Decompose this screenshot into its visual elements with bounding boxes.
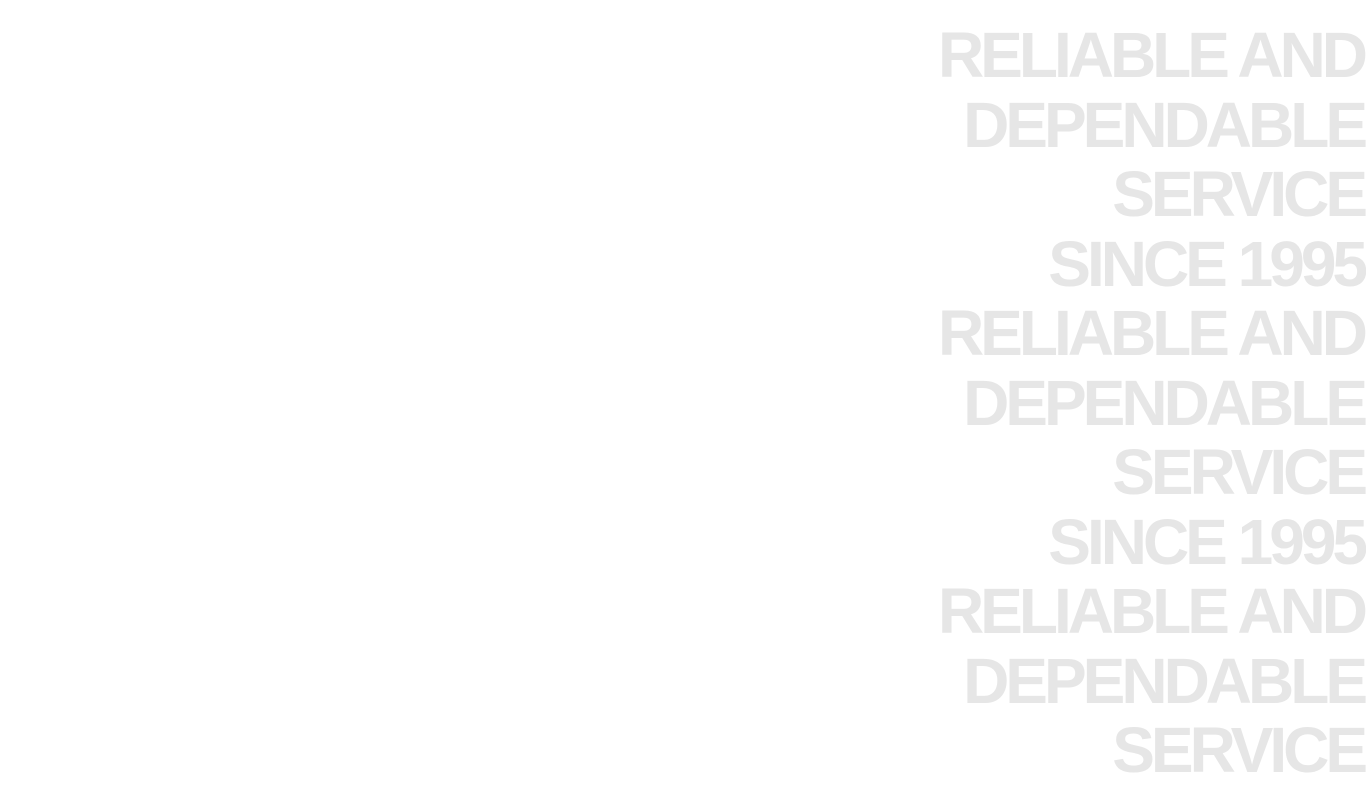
slogan-line: RELIABLE AND: [937, 19, 1366, 91]
slogan-line: DEPENDABLE: [963, 644, 1366, 717]
slogan-line: DEPENDABLE: [963, 88, 1366, 161]
slogan-line: SERVICE: [1112, 714, 1366, 786]
slogan-line: SERVICE: [1112, 436, 1366, 508]
background-slogan-text: RELIABLE AND DEPENDABLE SERVICE SINCE 19…: [937, 19, 1366, 786]
slogan-line: SINCE 1995: [1048, 505, 1366, 578]
slogan-line: SERVICE: [1112, 158, 1366, 230]
slogan-line: RELIABLE AND: [937, 575, 1366, 647]
slogan-line: SINCE 1995: [1048, 227, 1366, 300]
slogan-line: DEPENDABLE: [963, 366, 1366, 439]
slogan-line: RELIABLE AND: [937, 297, 1366, 369]
